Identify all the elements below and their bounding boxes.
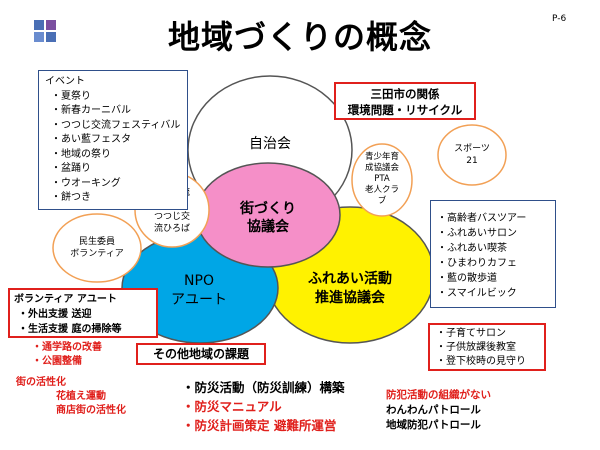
list-item: ・餅つき xyxy=(51,192,91,203)
disaster-notes: ・防災活動（防災訓練）構築 ・防災マニュアル ・防災計画策定 避難所運営 xyxy=(182,378,345,435)
city-line2: 環境問題・リサイクル xyxy=(347,103,463,117)
list-item: ・ひまわりカフェ xyxy=(437,258,517,269)
sports-line: 21 xyxy=(466,156,478,166)
crime-note-3: 地域防犯パトロール xyxy=(386,419,481,431)
kenmin-line: 流ひろば xyxy=(153,224,190,234)
fureai-line2: 推進協議会 xyxy=(315,290,385,306)
road-note: ・公園整備 xyxy=(32,356,82,367)
elderly-list: ・高齢者バスツアー ・ふれあいサロン ・ふれあい喫茶 ・ひまわりカフェ ・藍の散… xyxy=(437,211,549,301)
minsei-line: ボランティア xyxy=(70,249,124,259)
list-item: ・盆踊り xyxy=(51,163,91,174)
event-heading: イベント xyxy=(45,76,85,87)
list-item: ・生活支援 庭の掃除等 xyxy=(18,324,122,335)
list-item: ・ふれあい喫茶 xyxy=(437,243,507,254)
machizukuri-label: 街づくり 協議会 xyxy=(226,200,310,236)
minsei-label: 民生委員 ボランティア xyxy=(58,236,136,260)
list-item: ・あい藍フェスタ xyxy=(51,134,131,145)
list-item: ・藍の散歩道 xyxy=(437,273,497,284)
seishonen-line: PTA xyxy=(374,174,390,184)
town-note-1: 街の活性化 xyxy=(16,377,66,388)
list-item: ・ウオーキング xyxy=(51,177,121,189)
circle-minsei xyxy=(52,213,142,283)
town-note-2: 花植え運動 xyxy=(56,391,106,402)
minsei-line: 民生委員 xyxy=(78,237,115,247)
kenmin-line: つつじ交 xyxy=(153,212,190,222)
volunteer-list: ・外出支援 送迎 ・生活支援 庭の掃除等 xyxy=(14,307,152,337)
list-item: ・外出支援 送迎 xyxy=(18,309,92,320)
machizukuri-line2: 協議会 xyxy=(247,219,289,235)
seishonen-line: 青少年育 xyxy=(364,152,399,162)
volunteer-heading: ボランティア アユート xyxy=(14,294,117,305)
circle-seishonen xyxy=(351,143,413,217)
crime-prevention-notes: 防犯活動の組織がない わんわんパトロール 地域防犯パトロール xyxy=(386,388,491,433)
logo-square-4 xyxy=(46,32,56,42)
fureai-label: ふれあい活動 推進協議会 xyxy=(285,270,415,308)
seishonen-line: 老人クラ xyxy=(364,185,399,195)
list-item: ・子供放課後教室 xyxy=(436,342,516,353)
list-item: ・子育てサロン xyxy=(436,328,506,339)
npo-label: NPO アユート xyxy=(154,272,244,310)
event-list: ・夏祭り ・新春カーニバル ・つつじ交流フェスティバル ・あい藍フェスタ ・地域… xyxy=(45,90,181,206)
page-number: P-6 xyxy=(552,14,567,24)
list-item: ・スマイルビック xyxy=(437,288,517,299)
road-note: ・通学路の改善 xyxy=(32,342,102,353)
logo-square-3 xyxy=(34,32,44,42)
logo-squares-icon xyxy=(34,20,56,42)
child-list: ・子育てサロン ・子供放課後教室 ・登下校時の見守り xyxy=(436,327,538,369)
logo-square-2 xyxy=(46,20,56,30)
town-note-3: 商店街の活性化 xyxy=(56,405,126,416)
disaster-note-2: ・防災マニュアル xyxy=(182,399,282,414)
jichikai-label: 自治会 xyxy=(249,136,291,152)
npo-line1: NPO xyxy=(184,273,214,289)
list-item: ・夏祭り xyxy=(51,90,91,102)
fureai-line1: ふれあい活動 xyxy=(308,271,392,287)
crime-note-2: わんわんパトロール xyxy=(386,404,481,416)
road-notes: ・通学路の改善 ・公園整備 xyxy=(32,341,102,369)
list-item: ・ふれあいサロン xyxy=(437,228,517,239)
list-item: ・地域の祭り xyxy=(51,148,111,160)
town-notes: 街の活性化 花植え運動 商店街の活性化 xyxy=(16,376,126,418)
machizukuri-line1: 街づくり xyxy=(240,201,296,217)
crime-note-1: 防犯活動の組織がない xyxy=(386,389,491,401)
elderly-activities-box: ・高齢者バスツアー ・ふれあいサロン ・ふれあい喫茶 ・ひまわりカフェ ・藍の散… xyxy=(430,200,556,308)
other-issues-box: その他地域の課題 xyxy=(136,343,266,365)
npo-line2: アユート xyxy=(171,292,227,308)
list-item: ・新春カーニバル xyxy=(51,105,131,116)
logo-square-1 xyxy=(34,20,44,30)
disaster-note-3: ・防災計画策定 避難所運営 xyxy=(182,418,337,433)
disaster-note-1: ・防災活動（防災訓練）構築 xyxy=(182,380,345,395)
list-item: ・つつじ交流フェスティバル xyxy=(51,119,181,131)
page-title: 地域づくりの概念 xyxy=(167,18,432,56)
circle-sports xyxy=(437,124,507,186)
city-line1: 三田市の関係 xyxy=(370,87,440,101)
seishonen-line: 成協議会 xyxy=(364,163,399,173)
child-support-box: ・子育てサロン ・子供放課後教室 ・登下校時の見守り xyxy=(428,323,546,371)
list-item: ・登下校時の見守り xyxy=(436,356,526,367)
list-item: ・高齢者バスツアー xyxy=(437,213,527,224)
city-relations-box: 三田市の関係 環境問題・リサイクル xyxy=(334,82,476,120)
sports-line: スポーツ xyxy=(454,144,490,154)
seishonen-line: ブ xyxy=(377,196,387,206)
sports-label: スポーツ 21 xyxy=(442,143,502,167)
seishonen-label: 青少年育 成協議会 PTA 老人クラ ブ xyxy=(355,152,409,207)
volunteer-box: ボランティア アユート ・外出支援 送迎 ・生活支援 庭の掃除等 xyxy=(8,288,158,338)
event-box: イベント ・夏祭り ・新春カーニバル ・つつじ交流フェスティバル ・あい藍フェス… xyxy=(38,70,188,210)
